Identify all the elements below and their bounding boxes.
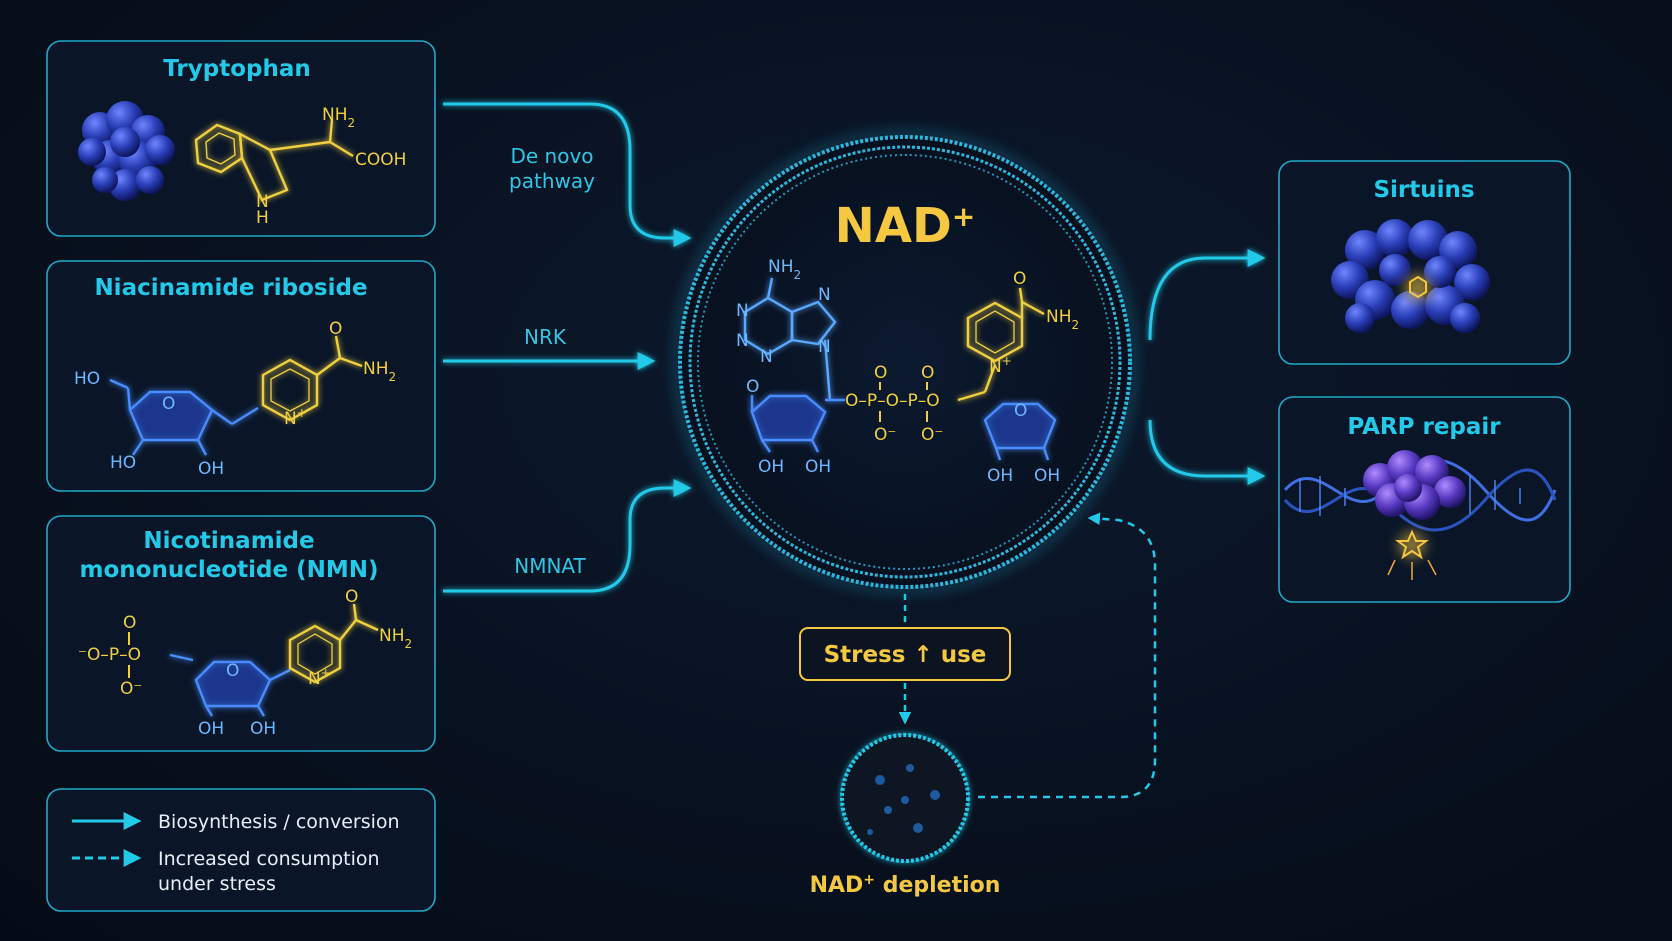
nicotinamide-o: O [1013, 269, 1026, 289]
nad-title: NAD+ [835, 198, 976, 254]
nicotinamide-n-plus: N+ [989, 354, 1012, 377]
adenine-n1: N [736, 301, 749, 321]
tryptophan-structure [194, 119, 354, 202]
tryptophan-nh-h: H [256, 208, 269, 228]
parp-card: PARP repair [1278, 396, 1571, 603]
parp-title: PARP repair [1347, 414, 1501, 440]
adenine-n4: N [818, 285, 831, 305]
nmn-title-line2: mononucleotide (NMN) [80, 557, 379, 583]
de-novo-label-2: pathway [509, 169, 595, 193]
adenine-n5: N [818, 337, 831, 357]
phosphate-chain: O–P–O–P–O [845, 391, 940, 411]
dna-damage-icon [1387, 529, 1437, 580]
adenine-n3: N [760, 347, 773, 367]
tryptophan-title: Tryptophan [163, 56, 311, 82]
nr-ho-top: HO [74, 369, 100, 389]
nicotinamide-structure [957, 287, 1045, 402]
nr-ho-bottom: HO [110, 453, 136, 473]
nmn-o-ring: O [226, 661, 239, 681]
nmn-oh1: OH [198, 719, 224, 739]
depletion-node [840, 733, 970, 863]
nmn-oh2: OH [250, 719, 276, 739]
nmnat-label: NMNAT [514, 554, 586, 578]
phosphate-o2: O [921, 363, 934, 383]
de-novo-label-1: De novo [510, 144, 593, 168]
nr-nh2: NH2 [363, 359, 396, 384]
nmn-p-o-top: O [123, 613, 136, 633]
left-oh1: OH [758, 457, 784, 477]
nmn-pyridinium [288, 603, 379, 684]
tryptophan-card: Tryptophan NH2 CO [46, 40, 436, 237]
input-arrows [443, 102, 692, 593]
right-ribose [983, 402, 1057, 461]
nr-pyridinium [261, 335, 363, 422]
right-ribose-o: O [1014, 401, 1027, 421]
nr-card: Niacinamide riboside HO O HO OH O NH2 N+ [46, 260, 436, 492]
nmn-phosphate: ⁻O–P–O [78, 645, 141, 665]
phosphate-om2: O⁻ [921, 425, 943, 445]
phosphate-om1: O⁻ [874, 425, 896, 445]
legend-dashed-label-1: Increased consumption [158, 848, 380, 870]
nrk-label: NRK [524, 325, 567, 349]
depletion-label: NAD+ depletion [810, 872, 1001, 898]
sirtuins-arrow [1148, 249, 1266, 341]
nmn-card: Nicotinamide mononucleotide (NMN) O ⁻O–P… [46, 515, 436, 752]
sirtuins-card: Sirtuins [1278, 160, 1571, 365]
adenine-nh2: NH2 [768, 257, 801, 282]
adenine-structure [743, 277, 837, 401]
nicotinamide-nh2: NH2 [1046, 307, 1079, 332]
left-oh2: OH [805, 457, 831, 477]
sirtuin-protein-icon [1331, 219, 1490, 333]
right-oh1: OH [987, 466, 1013, 486]
left-ribose-o: O [746, 377, 759, 397]
legend-solid-label: Biosynthesis / conversion [158, 811, 400, 833]
tryptophan-nh2: NH2 [322, 105, 355, 130]
nr-o-ring: O [162, 394, 175, 414]
parp-protein-icon [1363, 450, 1466, 520]
nr-title: Niacinamide riboside [94, 275, 367, 301]
nmn-p-o-bottom: O⁻ [120, 679, 142, 699]
tryptophan-cooh: COOH [355, 150, 406, 170]
nmnat-arrow [443, 479, 692, 593]
nr-ribose [109, 378, 259, 456]
sirtuins-title: Sirtuins [1373, 177, 1474, 203]
stress-label: Stress ↑ use [824, 642, 987, 668]
tryptophan-nh-n: N [256, 192, 269, 212]
nmn-ribose [169, 653, 291, 717]
right-oh2: OH [1034, 466, 1060, 486]
output-arrows [1148, 249, 1266, 485]
nr-oh-bottom: OH [198, 459, 224, 479]
nmn-title-line1: Nicotinamide [143, 528, 314, 554]
stress-box: Stress ↑ use [799, 627, 1011, 681]
legend-dashed-label-2: under stress [158, 873, 276, 895]
nr-o-carb: O [329, 319, 342, 339]
nmn-o-carb: O [345, 587, 358, 607]
nmn-n-plus: N+ [308, 666, 331, 689]
parp-arrow [1148, 419, 1266, 485]
feedback-dashed-arrow [978, 512, 1157, 799]
de-novo-arrow [443, 102, 692, 247]
nmn-nh2: NH2 [379, 626, 412, 651]
phosphate-o1: O [874, 363, 887, 383]
tryptophan-protein-icon [78, 101, 175, 201]
legend: Biosynthesis / conversion Increased cons… [46, 788, 436, 912]
adenine-n2: N [736, 331, 749, 351]
left-ribose [750, 394, 845, 453]
nad-center: NAD+ NH2 N N N N N O OH OH O–P–O–P–O O O… [672, 129, 1138, 595]
nr-n-plus: N+ [284, 406, 307, 429]
